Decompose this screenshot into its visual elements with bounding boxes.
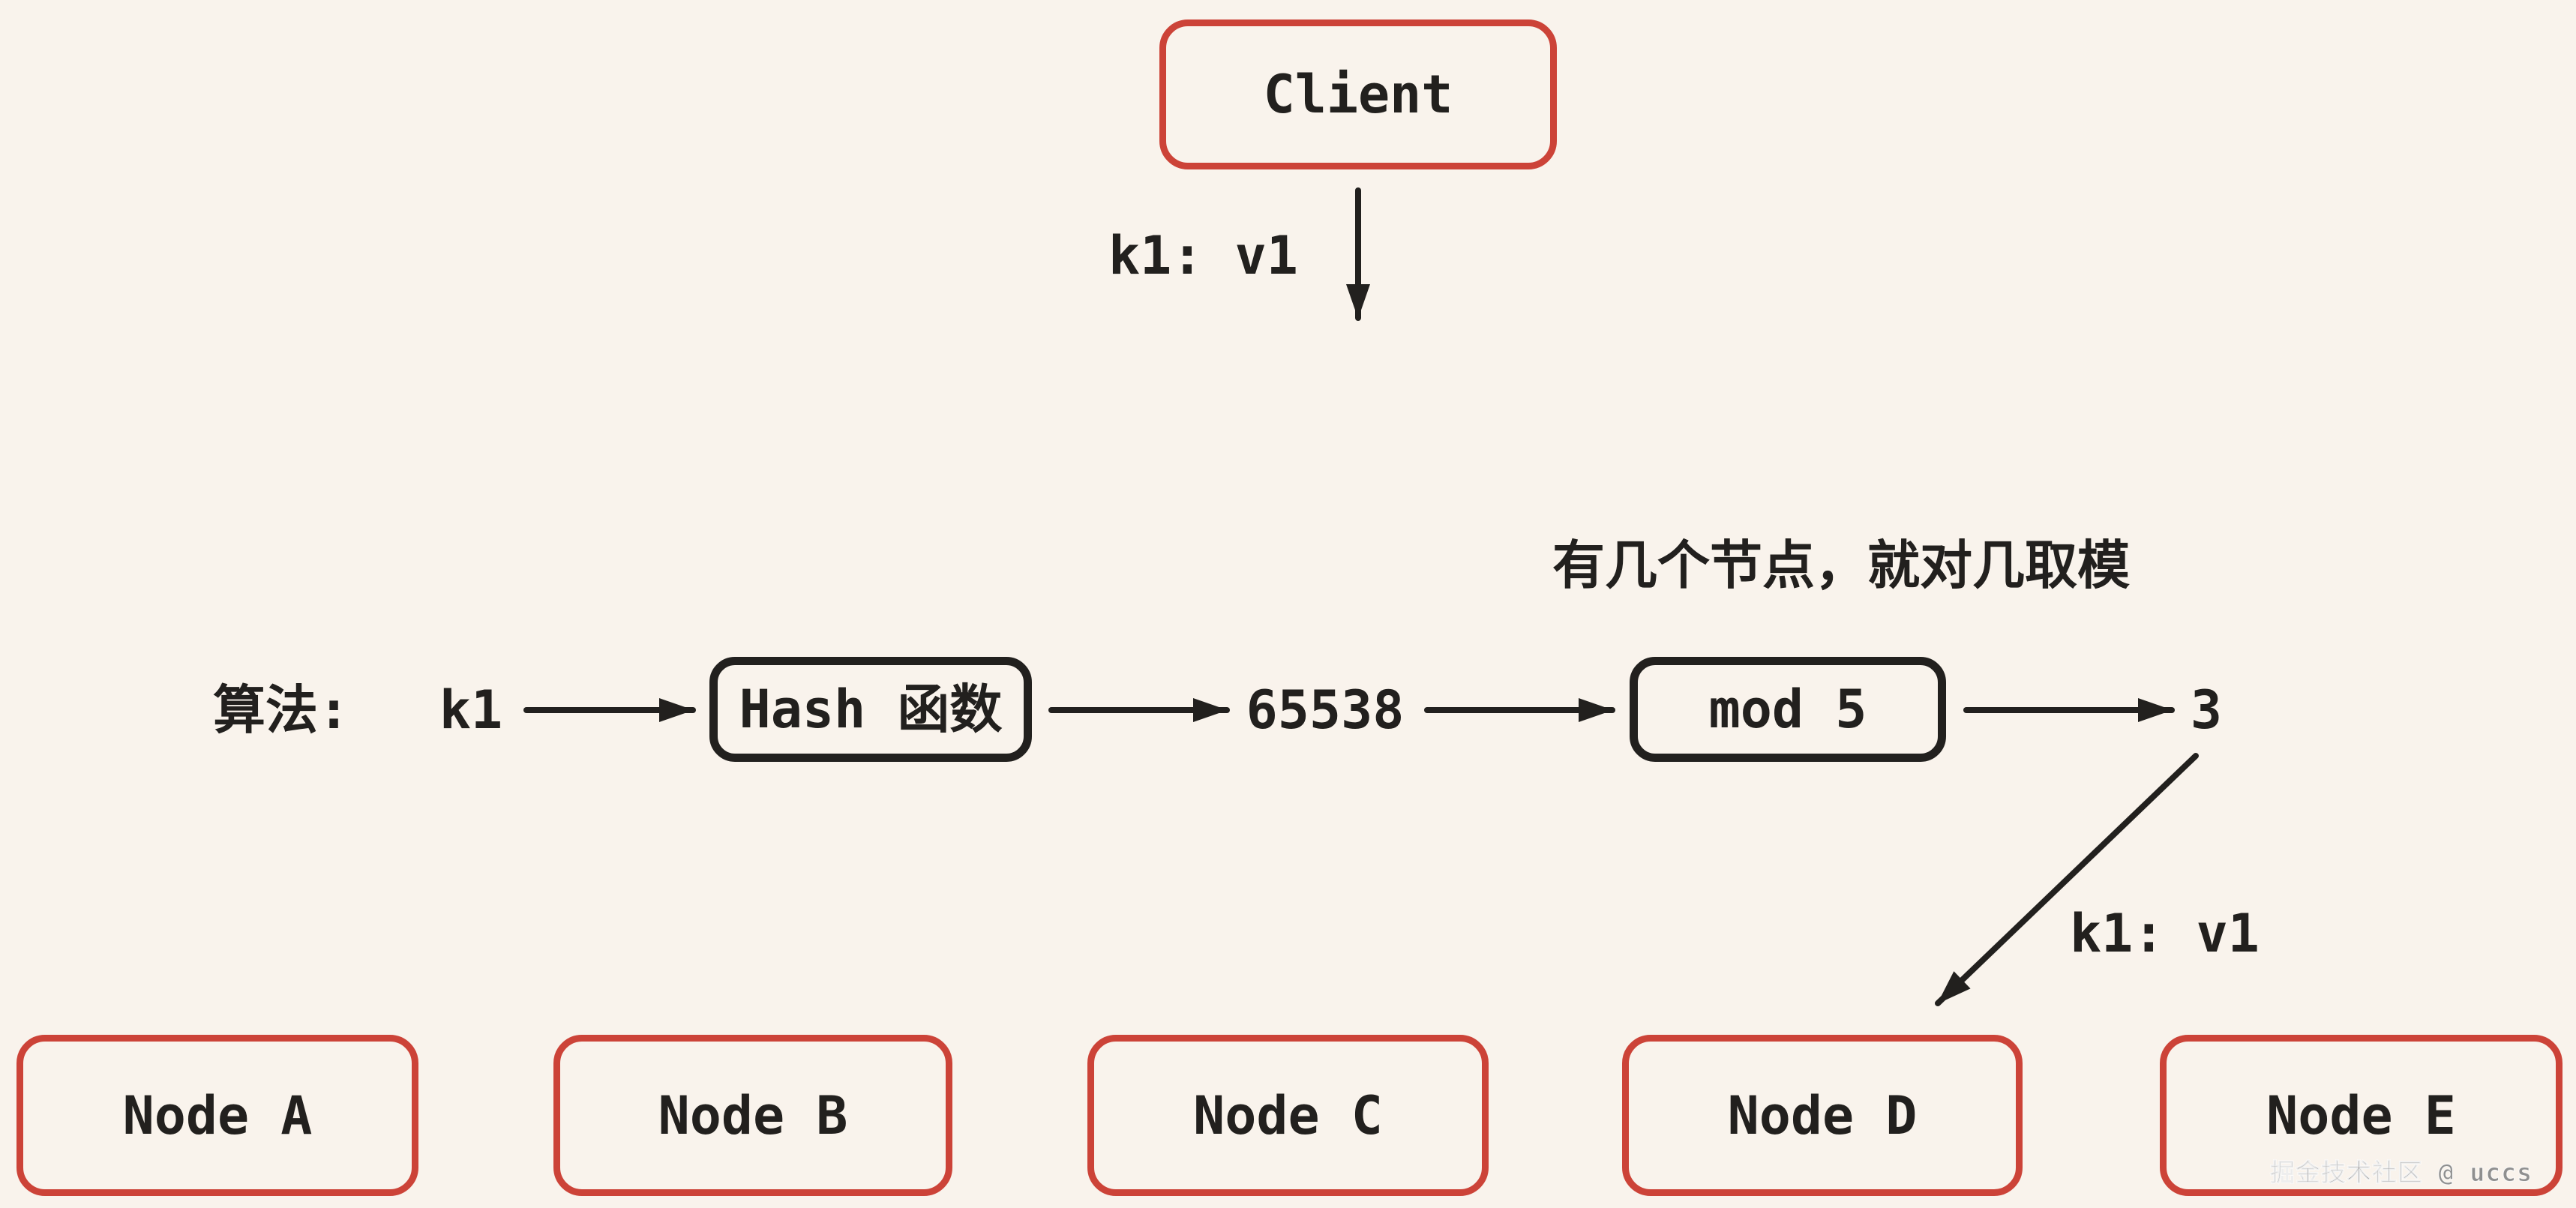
mod-label: mod 5 xyxy=(1708,679,1867,740)
flow-key: k1 xyxy=(439,679,503,741)
mod-result: 3 xyxy=(2190,679,2223,741)
algorithm-label: 算法: xyxy=(213,679,350,741)
request-label-bottom: k1: v1 xyxy=(2070,903,2260,964)
node-c-box: Node C xyxy=(1087,1035,1489,1196)
node-e-box: Node E xyxy=(2160,1035,2563,1196)
node-e-label: Node E xyxy=(2266,1084,2456,1147)
juejin-watermark: 掘金技术社区 @ uccs xyxy=(2269,1158,2533,1188)
node-d-label: Node D xyxy=(1727,1084,1918,1147)
node-c-label: Node C xyxy=(1193,1084,1383,1147)
hash-function-label: Hash 函数 xyxy=(739,679,1003,740)
node-a-box: Node A xyxy=(16,1035,418,1196)
node-b-box: Node B xyxy=(553,1035,952,1196)
node-b-label: Node B xyxy=(658,1084,848,1147)
client-box: Client xyxy=(1159,19,1557,169)
result-to-node-d-arrow xyxy=(1935,753,2199,1006)
node-d-box: Node D xyxy=(1622,1035,2023,1196)
node-a-label: Node A xyxy=(122,1084,313,1147)
hash-function-box: Hash 函数 xyxy=(709,657,1032,762)
hash-value: 65538 xyxy=(1246,679,1405,741)
mod-box: mod 5 xyxy=(1630,657,1946,762)
request-label-top: k1: v1 xyxy=(1108,225,1298,286)
client-label: Client xyxy=(1263,64,1453,125)
mod-annotation: 有几个节点，就对几取模 xyxy=(1552,535,2130,596)
